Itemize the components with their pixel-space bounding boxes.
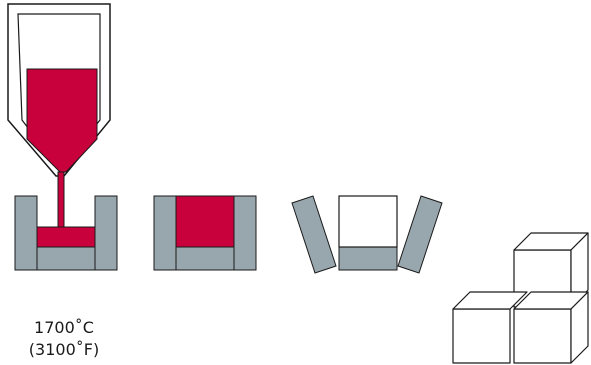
mold-2-right-wall bbox=[234, 196, 256, 270]
mold-3-base bbox=[339, 247, 397, 270]
mold-2-molten-glass bbox=[176, 196, 234, 247]
mold-1-right-wall bbox=[95, 196, 117, 270]
crucible-molten-glass bbox=[27, 69, 97, 172]
mold-1-left-wall bbox=[15, 196, 37, 270]
mold-2-left-wall bbox=[154, 196, 176, 270]
temperature-celsius-label: 1700˚C bbox=[8, 318, 120, 338]
stage-pouring bbox=[8, 4, 117, 270]
mold-2-base bbox=[176, 247, 234, 270]
mold-1-molten-glass bbox=[37, 227, 95, 247]
molten-glass-stream bbox=[58, 172, 64, 228]
temperature-fahrenheit-label: (3100˚F) bbox=[8, 340, 120, 360]
mold-3-right-wall bbox=[398, 196, 442, 273]
block-bottom-right bbox=[514, 292, 588, 363]
stage-mold-opened bbox=[292, 196, 442, 273]
stage-finished-blocks bbox=[453, 233, 588, 363]
mold-1-base bbox=[37, 247, 95, 270]
mold-3-left-wall bbox=[292, 196, 336, 273]
stage-filled-mold bbox=[154, 196, 256, 270]
cooled-glass-block bbox=[339, 196, 397, 247]
